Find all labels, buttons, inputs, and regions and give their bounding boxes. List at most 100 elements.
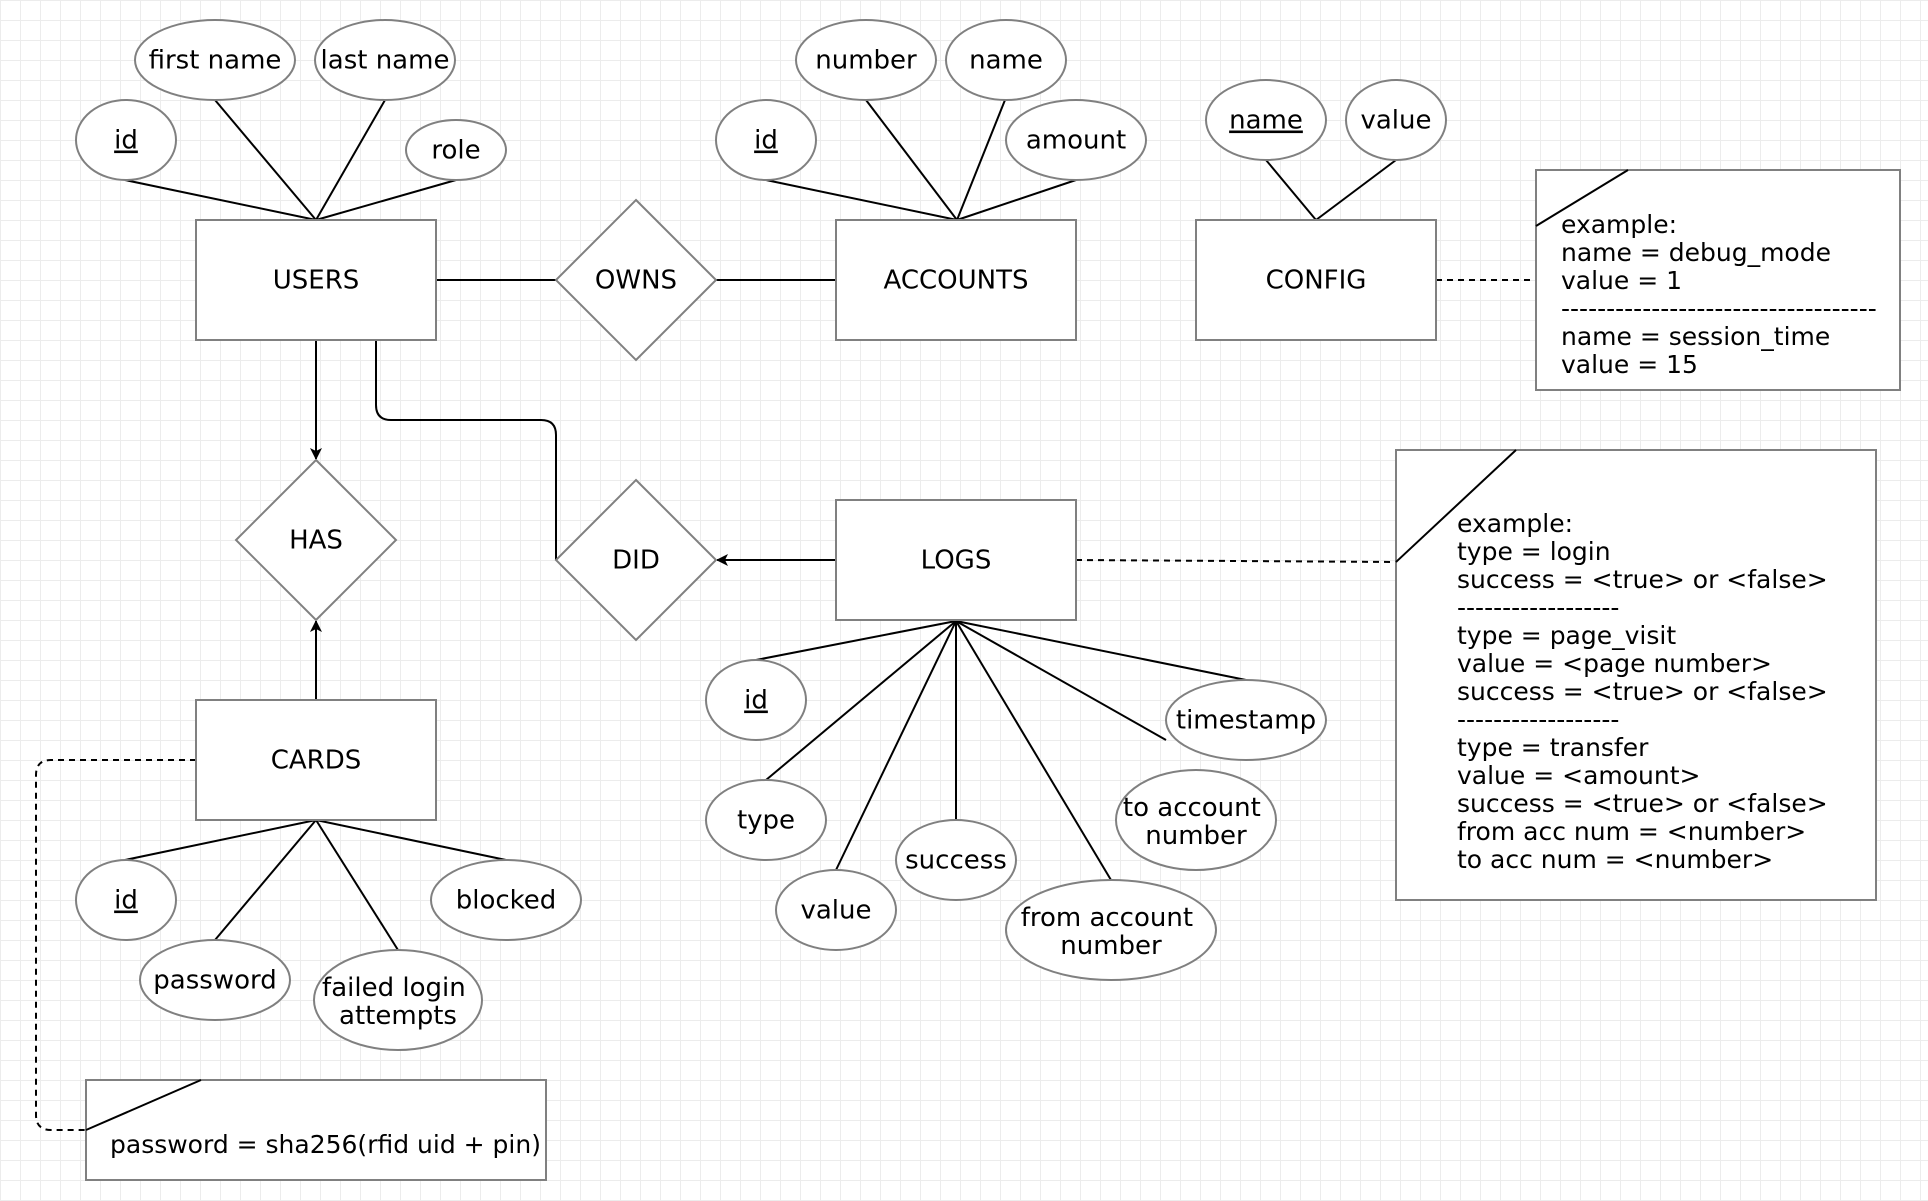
logs-from-account-link [955,620,1112,881]
attr-cards-password[interactable]: password [139,939,291,1021]
attr-cards-blocked-label: blocked [456,886,557,916]
note-cards-password: password = sha256(rfid uid + pin) [85,1079,547,1181]
note-logs-line: ------------------ [1457,705,1619,734]
connectors [35,99,1536,1131]
attr-cards-password-label: password [153,966,276,996]
accounts-number-link [865,99,958,221]
cards-id-link [124,819,317,861]
note-logs-line: from acc num = <number> [1457,817,1806,846]
logs-id-link [755,620,957,661]
note-logs-line: success = <true> or <false> [1457,677,1828,706]
note-logs-line: example: [1457,509,1573,538]
entity-cards[interactable]: CARDS [195,699,437,821]
attr-users-first-name-label: first name [149,46,282,76]
relationship-owns[interactable]: OWNS [554,198,718,362]
note-logs-line: success = <true> or <false> [1457,565,1828,594]
entity-logs[interactable]: LOGS [835,499,1077,621]
attr-logs-type-label: type [737,806,795,836]
note-logs-example: example: type = login success = <true> o… [1395,449,1877,901]
attr-logs-type[interactable]: type [705,779,827,861]
entity-config-label: CONFIG [1266,266,1367,296]
attr-accounts-number-label: number [815,46,917,76]
entity-users[interactable]: USERS [195,219,437,341]
attr-accounts-id[interactable]: id [715,99,817,181]
attr-logs-to-account-number-label: to account number [1123,793,1269,851]
relationship-owns-label: OWNS [595,266,677,296]
note-logs-line: value = <page number> [1457,649,1772,678]
cards-failed-login-link [315,819,399,951]
attr-accounts-id-label: id [754,126,778,156]
logs-timestamp-link [955,620,1247,681]
users-role-link [315,179,457,221]
logs-to-account-link [955,620,1167,741]
entity-accounts-label: ACCOUNTS [884,266,1029,296]
config-value-link [1315,159,1397,221]
cards-note-link [35,759,196,1131]
note-config-line: example: [1561,210,1677,239]
attr-cards-id-label: id [114,886,138,916]
attr-config-value[interactable]: value [1345,79,1447,161]
attr-logs-value-label: value [800,896,871,926]
attr-accounts-number[interactable]: number [795,19,937,101]
note-config-example: example: name = debug_mode value = 1 ---… [1535,169,1901,391]
entity-accounts[interactable]: ACCOUNTS [835,219,1077,341]
accounts-name-link [956,99,1006,221]
note-config-line: name = session_time [1561,322,1830,351]
relationship-did-label: DID [612,546,660,576]
attr-cards-failed-login-attempts-label: failed login attempts [322,973,474,1031]
attr-users-role-label: role [431,136,480,166]
attr-accounts-name-label: name [969,46,1043,76]
note-logs-line: value = <amount> [1457,761,1700,790]
users-did-link [375,340,557,560]
note-logs-line: ------------------ [1457,593,1619,622]
relationship-has-label: HAS [289,526,343,556]
attr-accounts-name[interactable]: name [945,19,1067,101]
attr-logs-from-account-number[interactable]: from account number [1005,879,1217,981]
note-logs-lines: example: type = login success = <true> o… [1457,509,1836,874]
attr-accounts-amount[interactable]: amount [1005,99,1147,181]
note-config-line: value = 15 [1561,350,1698,379]
relationship-has[interactable]: HAS [234,458,398,622]
attr-logs-success-label: success [905,846,1007,876]
attr-config-name-label: name [1229,106,1303,136]
note-config-line: ----------------------------------- [1561,294,1877,323]
attr-logs-timestamp[interactable]: timestamp [1165,679,1327,761]
users-id-link [124,179,317,221]
accounts-amount-link [956,179,1077,221]
note-config-lines: example: name = debug_mode value = 1 ---… [1561,210,1885,379]
attr-cards-failed-login-attempts[interactable]: failed login attempts [313,949,483,1051]
users-last-name-link [315,99,386,221]
attr-users-last-name-label: last name [321,46,450,76]
config-name-link [1265,159,1317,221]
attr-logs-from-account-number-label: from account number [1021,903,1202,961]
attr-users-last-name[interactable]: last name [314,19,456,101]
attr-cards-blocked[interactable]: blocked [430,859,582,941]
cards-blocked-link [315,819,507,861]
entity-config[interactable]: CONFIG [1195,219,1437,341]
attr-logs-value[interactable]: value [775,869,897,951]
note-logs-line: type = login [1457,537,1611,566]
attr-cards-id[interactable]: id [75,859,177,941]
attr-logs-id-label: id [744,686,768,716]
attr-logs-success[interactable]: success [895,819,1017,901]
attr-config-value-label: value [1360,106,1431,136]
note-logs-line: type = transfer [1457,733,1649,762]
users-first-name-link [214,99,317,221]
entity-cards-label: CARDS [271,746,362,776]
attr-users-id[interactable]: id [75,99,177,181]
logs-value-link [835,620,957,871]
note-logs-line: success = <true> or <false> [1457,789,1828,818]
cards-password-link [214,819,317,941]
note-logs-line: to acc num = <number> [1457,845,1773,874]
attr-users-role[interactable]: role [405,119,507,181]
attr-config-name[interactable]: name [1205,79,1327,161]
relationship-did[interactable]: DID [554,478,718,642]
attr-logs-timestamp-label: timestamp [1176,706,1316,736]
note-config-line: name = debug_mode [1561,238,1831,267]
attr-users-id-label: id [114,126,138,156]
attr-logs-to-account-number[interactable]: to account number [1115,769,1277,871]
note-cards-password-text: password = sha256(rfid uid + pin) [110,1130,541,1159]
note-config-line: value = 1 [1561,266,1682,295]
attr-logs-id[interactable]: id [705,659,807,741]
attr-users-first-name[interactable]: first name [134,19,296,101]
